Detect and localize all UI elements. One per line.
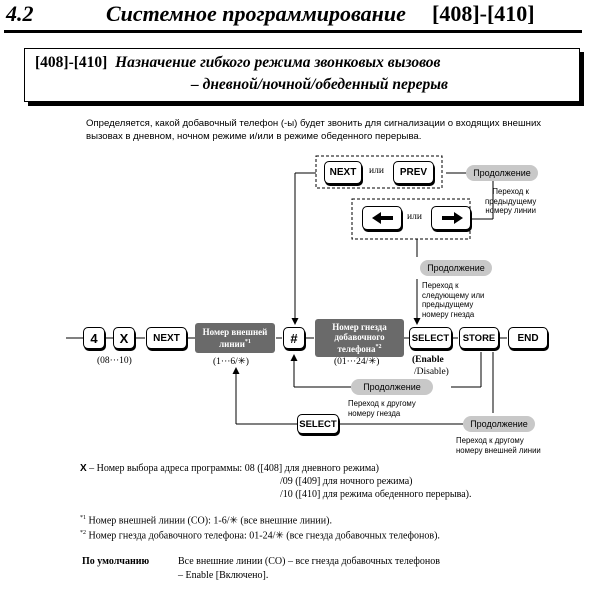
title-code: [408]-[410] — [35, 54, 108, 71]
jack-range: (01···24/✳) — [334, 357, 380, 367]
note-2-line-2: следующему или — [422, 290, 485, 300]
right-arrow-icon — [442, 212, 463, 224]
page-header-title: Системное программирование — [106, 1, 406, 26]
co-line-label: Номер внешней линии — [202, 327, 268, 349]
note-1-line-1: Переход к — [492, 187, 529, 196]
default-label: По умолчанию — [82, 556, 150, 567]
section-number: 4.2 — [6, 1, 34, 26]
title-text-1: Назначение гибкого режима звонковых вызо… — [115, 54, 441, 71]
co-line-footnote-mark: *1 — [244, 339, 251, 345]
continue-oval-1: Продолжение — [466, 165, 538, 181]
note-1-line-2: предыдущему — [485, 196, 537, 206]
title-line-2: – дневной/ночной/обеденный перерыв — [191, 76, 448, 93]
select-button[interactable]: SELECT — [409, 327, 452, 349]
key-hash[interactable]: # — [283, 327, 305, 349]
key-x[interactable]: X — [113, 327, 135, 349]
end-button[interactable]: END — [508, 327, 548, 349]
default-line-1: Все внешние линии (CO) – все гнезда доба… — [178, 556, 440, 567]
title-line-1: [408]-[410] Назначение гибкого режима зв… — [35, 54, 440, 72]
footnote-2: *2 Номер гнезда добавочного телефона: 01… — [80, 527, 440, 542]
footnote-1-text: Номер внешней линии (CO): 1-6/✳ (все вне… — [88, 515, 332, 527]
next-prev-frame — [315, 155, 443, 189]
note-4-line-2: номеру внешней линии — [456, 445, 541, 455]
continue-oval-3: Продолжение — [351, 379, 433, 395]
x-line-3: /10 ([410] для режима обеденного перерыв… — [280, 489, 472, 500]
title-box: [408]-[410] Назначение гибкого режима зв… — [24, 48, 580, 102]
continue-oval-2: Продолжение — [420, 260, 492, 276]
x-text: – Номер выбора адреса программы: 08 ([40… — [86, 463, 379, 474]
footnote-1: *1 Номер внешней линии (CO): 1-6/✳ (все … — [80, 512, 332, 527]
key-4[interactable]: 4 — [83, 327, 105, 349]
footnote-1-mark: *1 — [80, 515, 86, 521]
next-button-top[interactable]: NEXT — [324, 161, 362, 184]
select-button-bottom[interactable]: SELECT — [297, 414, 339, 434]
jack-label: Номер гнезда добавочного телефона — [332, 322, 387, 354]
page-header-codes: [408]-[410] — [432, 1, 535, 26]
note-3-line-2: номеру гнезда — [348, 408, 401, 418]
note-2-line-4: номеру гнезда — [422, 309, 475, 319]
next-button[interactable]: NEXT — [146, 327, 187, 349]
header-rule — [4, 30, 582, 33]
or-label-2: или — [407, 212, 422, 222]
note-3-line-1: Переход к другому — [348, 399, 416, 408]
default-line-2: – Enable [Включено]. — [178, 570, 269, 581]
prev-button[interactable]: PREV — [393, 161, 434, 184]
disable-label: /Disable) — [414, 367, 449, 377]
store-button[interactable]: STORE — [459, 327, 499, 349]
x-description: X – Номер выбора адреса программы: 08 ([… — [80, 462, 379, 475]
right-arrow-button[interactable] — [431, 206, 471, 230]
enable-label: (Enable — [412, 355, 444, 365]
jack-footnote-mark: *2 — [375, 344, 382, 350]
left-arrow-button[interactable] — [362, 206, 402, 230]
left-arrow-icon — [372, 212, 393, 224]
co-line-range: (1···6/✳) — [213, 357, 249, 367]
x-line-2: /09 ([409] для ночного режима) — [280, 476, 413, 487]
note-2-line-1: Переход к — [422, 281, 459, 290]
note-1-line-3: номеру линии — [485, 206, 536, 215]
or-label-1: или — [369, 166, 384, 176]
jack-number-field[interactable]: Номер гнезда добавочного телефона*2 — [315, 319, 404, 357]
x-key-ref: X — [80, 463, 87, 474]
continue-oval-4: Продолжение — [463, 416, 535, 432]
note-4-line-1: Переход к другому — [456, 436, 524, 445]
program-range: (08···10) — [97, 356, 132, 366]
note-2-line-3: предыдущему — [422, 300, 474, 309]
co-line-number-field[interactable]: Номер внешней линии*1 — [195, 323, 275, 353]
footnote-2-mark: *2 — [80, 530, 86, 536]
footnote-2-text: Номер гнезда добавочного телефона: 01-24… — [88, 530, 440, 542]
description: Определяется, какой добавочный телефон (… — [86, 118, 542, 142]
